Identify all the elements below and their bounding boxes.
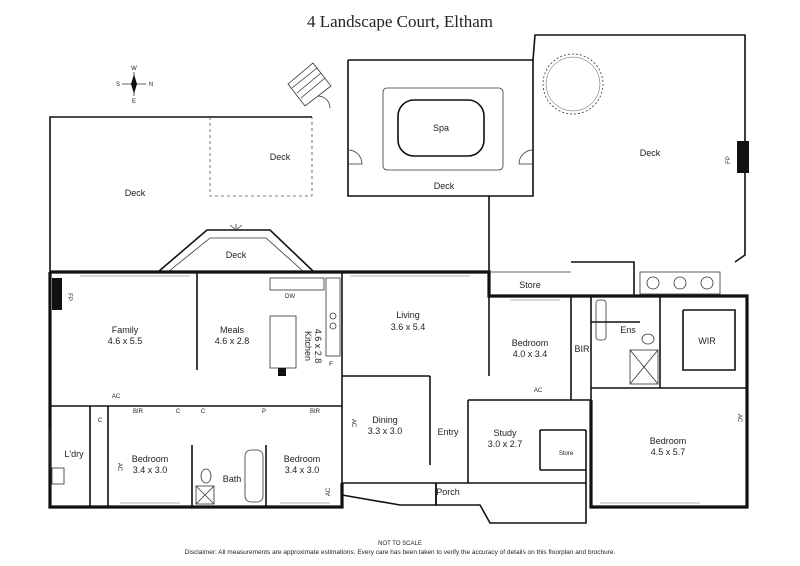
deck-spa-label: Deck bbox=[434, 181, 455, 191]
ac1-label: AC bbox=[112, 394, 121, 400]
kitchen-label: Kitchen bbox=[303, 331, 313, 361]
dw-label: DW bbox=[285, 294, 295, 300]
bir-a-label: BIR bbox=[133, 409, 144, 415]
main-bedroom-label: Bedroom bbox=[650, 436, 687, 446]
bedroom2-dim: 4.0 x 3.4 bbox=[513, 349, 548, 359]
deck-bay-label: Deck bbox=[226, 250, 247, 260]
kitchen-side-bench bbox=[325, 277, 341, 357]
spa-door-right bbox=[518, 149, 534, 165]
ens-toilet-icon bbox=[641, 333, 655, 345]
deck-left-label: Deck bbox=[125, 188, 146, 198]
p-label: P bbox=[262, 409, 266, 415]
bathtub-icon bbox=[244, 449, 264, 503]
c2-label: C bbox=[201, 409, 206, 415]
compass-n: N bbox=[149, 82, 153, 88]
study-label: Study bbox=[493, 428, 517, 438]
study-dim: 3.0 x 2.7 bbox=[488, 439, 523, 449]
ac4-label: AC bbox=[350, 419, 356, 428]
ac6-label: AC bbox=[736, 414, 742, 423]
fireplace-left-icon bbox=[52, 278, 62, 310]
bir-right-label: BIR bbox=[574, 344, 590, 354]
ens-label: Ens bbox=[620, 325, 636, 335]
dining-dim: 3.3 x 3.0 bbox=[368, 426, 403, 436]
fireplace-right-icon bbox=[737, 141, 749, 173]
ens-shower-icon bbox=[629, 349, 659, 385]
family-label: Family bbox=[112, 325, 139, 335]
kitchen-bench bbox=[269, 277, 325, 291]
deck-dashed-zone bbox=[209, 117, 313, 197]
deck-outline bbox=[49, 116, 312, 272]
compass-s: S bbox=[116, 82, 120, 88]
living-dim: 3.6 x 5.4 bbox=[391, 322, 426, 332]
deck-right-label: Deck bbox=[640, 148, 661, 158]
disclaimer: Disclaimer: All measurements are approxi… bbox=[184, 549, 616, 556]
family-dim: 4.6 x 5.5 bbox=[108, 336, 143, 346]
ac3-label: AC bbox=[116, 463, 122, 472]
spa-door-left bbox=[347, 149, 363, 165]
c1-label: C bbox=[176, 409, 181, 415]
bedroom3-label: Bedroom bbox=[132, 454, 169, 464]
kitchen-island bbox=[269, 315, 297, 369]
deck-mid-label: Deck bbox=[270, 152, 291, 162]
bedroom4-dim: 3.4 x 3.0 bbox=[285, 465, 320, 475]
bath-label: Bath bbox=[223, 474, 242, 484]
spa-pool bbox=[397, 99, 485, 157]
not-to-scale: NOT TO SCALE bbox=[378, 541, 422, 547]
plan-title: 4 Landscape Court, Eltham bbox=[306, 12, 493, 31]
compass-w: W bbox=[131, 66, 137, 72]
deck-stairs-icon bbox=[287, 62, 332, 109]
compass-e: E bbox=[132, 99, 136, 105]
store-top-label: Store bbox=[519, 280, 541, 290]
spa-label: Spa bbox=[433, 123, 449, 133]
compass-icon: W E S N bbox=[116, 66, 153, 105]
c3-label: C bbox=[98, 418, 103, 424]
deck-outline-right bbox=[532, 34, 746, 263]
bedroom3-dim: 3.4 x 3.0 bbox=[133, 465, 168, 475]
wir-label: WIR bbox=[698, 336, 716, 346]
ac5-label: AC bbox=[326, 487, 332, 496]
store-study-label: Store bbox=[559, 451, 574, 457]
tree-icon bbox=[542, 53, 604, 115]
ac2-label: AC bbox=[534, 388, 543, 394]
meals-label: Meals bbox=[220, 325, 245, 335]
porch-label: Porch bbox=[436, 487, 460, 497]
bay-deck-outline bbox=[157, 229, 315, 273]
laundry-label: L'dry bbox=[64, 449, 84, 459]
laundry-sink bbox=[51, 467, 65, 485]
house-outline bbox=[50, 270, 571, 298]
meals-dim: 4.6 x 2.8 bbox=[215, 336, 250, 346]
spa-surround bbox=[382, 87, 504, 171]
outdoor-units-icon bbox=[639, 271, 721, 295]
dining-label: Dining bbox=[372, 415, 398, 425]
ens-vanity bbox=[595, 299, 607, 341]
fp-left-label: FP bbox=[66, 293, 72, 301]
bedroom2-label: Bedroom bbox=[512, 338, 549, 348]
living-label: Living bbox=[396, 310, 420, 320]
bir-b-label: BIR bbox=[310, 409, 321, 415]
main-bedroom-dim: 4.5 x 5.7 bbox=[651, 447, 686, 457]
bedroom4-label: Bedroom bbox=[284, 454, 321, 464]
f-label: F bbox=[329, 362, 333, 368]
fp-right-label: FP bbox=[726, 156, 732, 164]
toilet-icon bbox=[200, 468, 212, 484]
shower-icon bbox=[195, 485, 215, 505]
entry-label: Entry bbox=[437, 427, 459, 437]
kitchen-dim: 4.6 x 2.8 bbox=[313, 329, 323, 364]
